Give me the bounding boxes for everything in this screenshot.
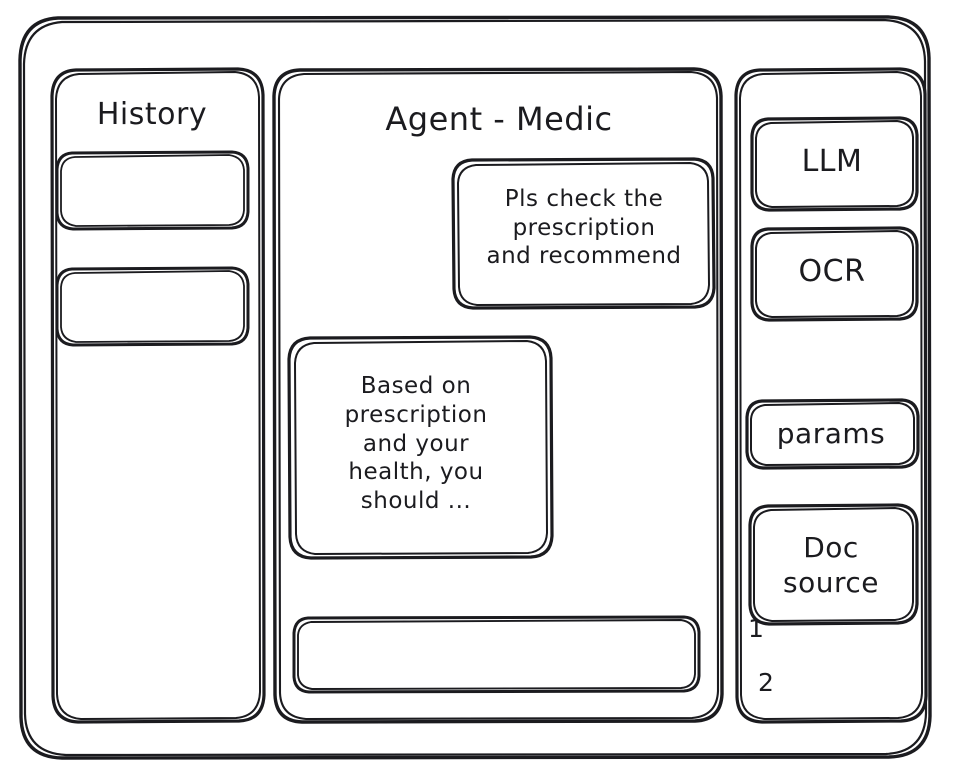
user-message-bubble [453, 159, 714, 308]
params-button[interactable] [747, 400, 918, 468]
doc-source-card[interactable] [750, 505, 917, 624]
tool-ocr-button[interactable] [752, 228, 917, 320]
assistant-message-bubble [289, 337, 552, 558]
message-input[interactable] [294, 617, 699, 692]
history-list-item[interactable] [57, 152, 248, 229]
history-list-item[interactable] [57, 268, 248, 345]
tool-llm-button[interactable] [752, 118, 917, 210]
